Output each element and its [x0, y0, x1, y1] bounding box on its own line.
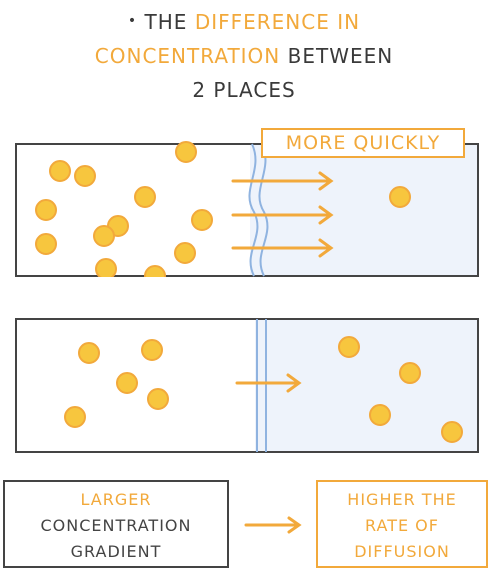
particle — [370, 405, 390, 425]
bottom-panel — [16, 319, 478, 452]
particle — [50, 161, 70, 181]
particle — [36, 234, 56, 254]
higher-rate-of-diffusion-box: HIGHER THE RATE OF DIFFUSION — [316, 480, 488, 568]
particle — [400, 363, 420, 383]
arrow — [246, 518, 299, 532]
particle — [176, 142, 196, 162]
larger-concentration-gradient-box: LARGER CONCENTRATION GRADIENT — [3, 480, 229, 568]
particle — [79, 343, 99, 363]
relation-arrow — [246, 518, 299, 532]
particle — [390, 187, 410, 207]
more-quickly-label: MORE QUICKLY — [261, 128, 465, 158]
particle — [117, 373, 137, 393]
low-concentration-side — [250, 144, 478, 276]
particle — [339, 337, 359, 357]
box-left-line-1: LARGER — [5, 487, 227, 513]
box-right-line-1: HIGHER THE — [318, 487, 486, 513]
particle — [94, 226, 114, 246]
particle — [36, 200, 56, 220]
particle — [442, 422, 462, 442]
box-left-line-2: CONCENTRATION — [5, 513, 227, 539]
top-panel — [14, 142, 478, 287]
mask — [14, 277, 194, 287]
particle — [65, 407, 85, 427]
particle — [148, 389, 168, 409]
particle — [75, 166, 95, 186]
particle — [135, 187, 155, 207]
box-right-line-2: RATE OF — [318, 513, 486, 539]
particle — [192, 210, 212, 230]
particle — [142, 340, 162, 360]
box-right-line-3: DIFFUSION — [318, 539, 486, 565]
box-left-line-3: GRADIENT — [5, 539, 227, 565]
particle — [175, 243, 195, 263]
particle — [96, 259, 116, 279]
